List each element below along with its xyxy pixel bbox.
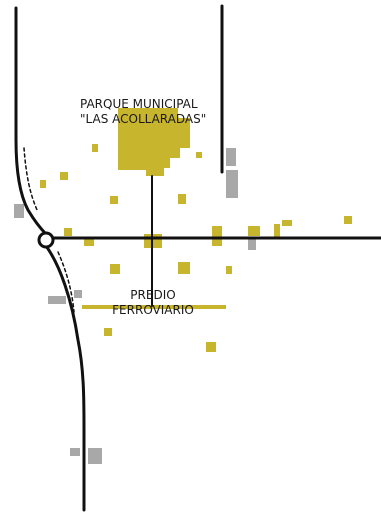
label-predio-line2: FERROVIARIO [112, 303, 194, 317]
block [178, 262, 190, 274]
building [88, 448, 102, 464]
block [282, 220, 292, 226]
block [104, 328, 112, 336]
block [274, 224, 280, 238]
building [70, 448, 80, 456]
roundabout-ring [37, 231, 55, 249]
highway-lower [44, 244, 86, 512]
rail-line [82, 305, 226, 309]
block [344, 216, 352, 224]
building [48, 296, 66, 304]
label-predio-ferroviario: PREDIO FERROVIARIO [78, 288, 228, 318]
block [212, 226, 222, 246]
building [226, 170, 238, 198]
highway-service [23, 147, 39, 213]
highway-upper [14, 6, 48, 236]
block [64, 228, 72, 236]
building [248, 238, 256, 250]
block [84, 238, 94, 246]
label-parque-line1: PARQUE MUNICIPAL [80, 97, 198, 111]
building [226, 148, 236, 166]
yellow-blocks [40, 144, 352, 352]
park-block[interactable] [118, 108, 190, 176]
block [110, 196, 118, 204]
roundabout [37, 231, 55, 249]
block [110, 264, 120, 274]
label-predio-line1: PREDIO [130, 288, 176, 302]
building [74, 290, 82, 298]
label-parque-line2: "LAS ACOLLARADAS" [80, 112, 207, 126]
label-parque-municipal: PARQUE MUNICIPAL "LAS ACOLLARADAS" [80, 97, 206, 127]
block [92, 144, 98, 152]
block [248, 226, 260, 236]
block [178, 194, 186, 204]
building [14, 204, 24, 218]
block [206, 342, 216, 352]
block [196, 152, 202, 158]
grey-buildings [14, 148, 256, 464]
roads [14, 4, 381, 512]
highway-lower-dash [57, 251, 75, 313]
block [226, 266, 232, 274]
block [60, 172, 68, 180]
block [40, 180, 46, 188]
